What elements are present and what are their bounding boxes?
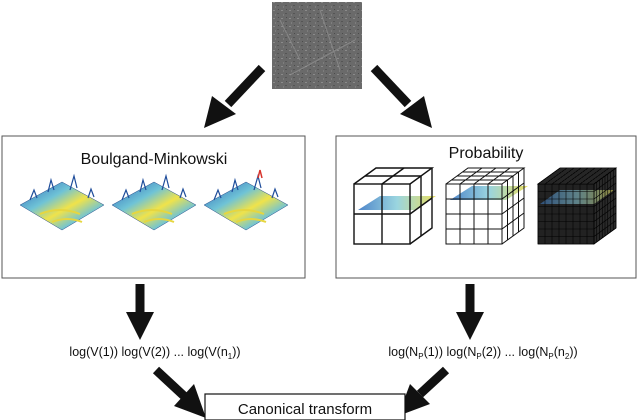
grid-cube-coarse — [353, 167, 436, 245]
dilated-surface-3 — [203, 169, 289, 231]
arrow-to-left-panel — [204, 64, 266, 128]
left-log-volume-formula: log(V(1)) log(V(2)) ... log(V(n1)) — [69, 345, 240, 361]
dilated-surface-1 — [19, 173, 105, 231]
boulgand-minkowski-title: Boulgand-Minkowski — [81, 151, 228, 168]
arrow-left-to-output — [152, 366, 206, 418]
probability-title: Probability — [449, 145, 524, 162]
canonical-transform-label: Canonical transform — [238, 401, 372, 418]
arrow-right-to-output — [398, 366, 450, 416]
boulgand-minkowski-panel: Boulgand-Minkowski — [1, 135, 306, 279]
grid-cube-medium — [445, 167, 528, 245]
dilated-surface-2 — [111, 173, 197, 231]
probability-panel: Probability — [335, 135, 637, 279]
canonical-transform-box: Canonical transform — [204, 393, 406, 420]
arrow-right-down — [456, 284, 484, 340]
arrow-to-right-panel — [370, 64, 432, 128]
grid-cube-fine — [536, 167, 618, 245]
input-texture-image — [272, 2, 362, 89]
arrow-left-down — [126, 284, 154, 340]
right-log-probability-formula: log(NP(1)) log(NP(2)) ... log(NP(n2)) — [388, 345, 577, 361]
